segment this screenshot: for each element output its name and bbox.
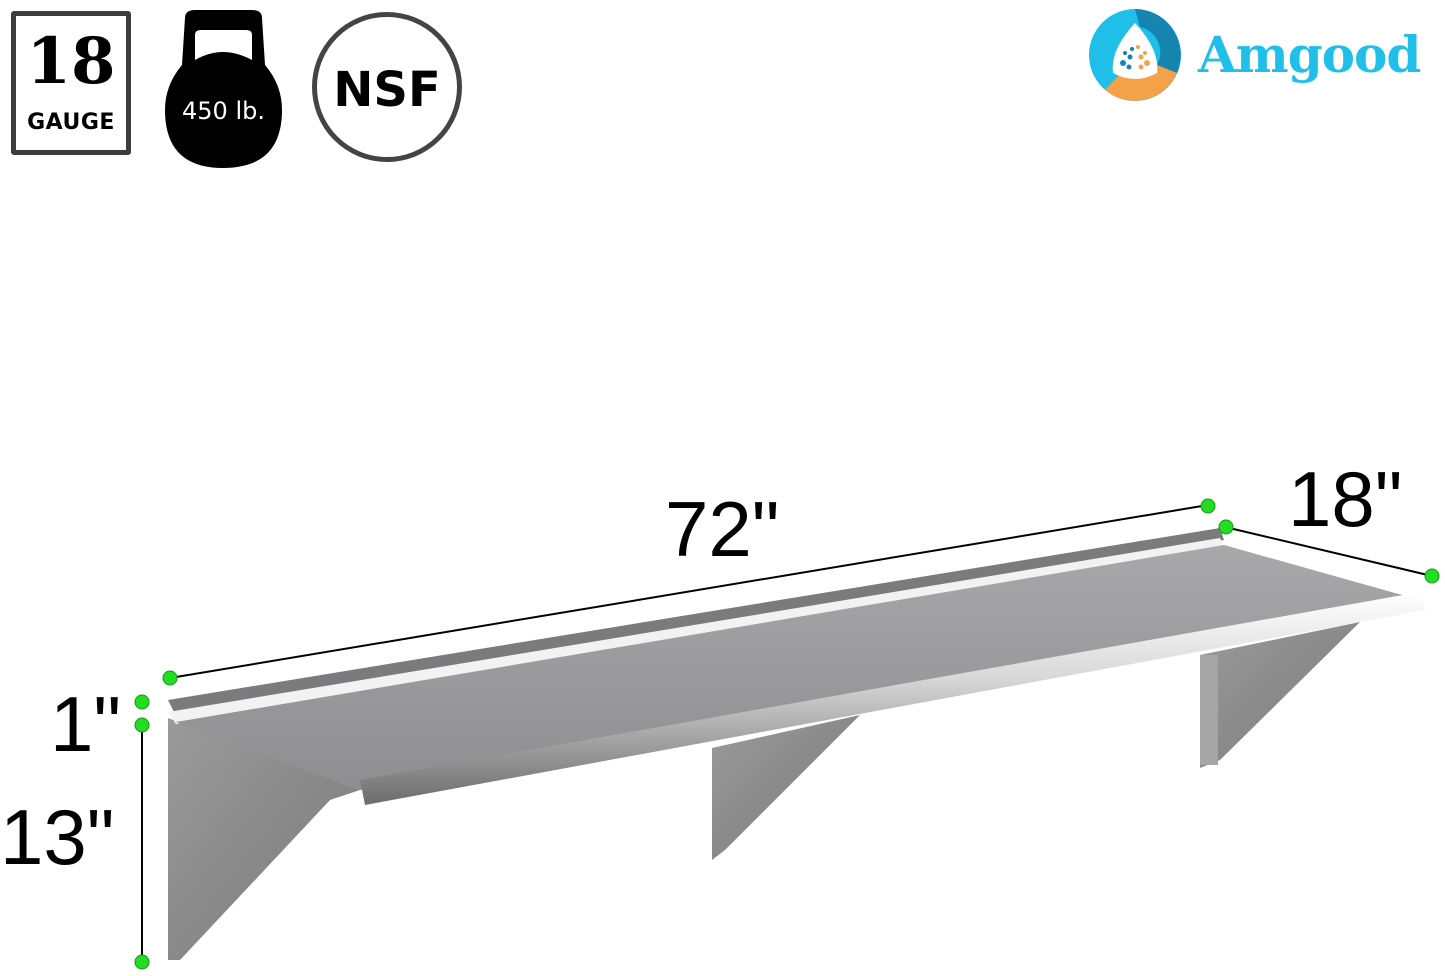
amgood-logo-icon bbox=[1089, 9, 1181, 101]
weight-capacity-label: 450 lb. bbox=[182, 97, 265, 125]
bracket-left bbox=[168, 718, 360, 960]
dimension-marker bbox=[134, 717, 150, 733]
nsf-label: NSF bbox=[333, 62, 441, 118]
depth-dimension-label: 18" bbox=[1288, 455, 1403, 543]
length-dimension-label: 72" bbox=[665, 485, 780, 573]
backsplash-height-label: 1" bbox=[50, 680, 122, 768]
gauge-number: 18 bbox=[26, 24, 116, 99]
brand-logo: Amgood bbox=[1085, 5, 1445, 105]
weight-capacity-badge: 450 lb. bbox=[165, 10, 282, 168]
brand-name: Amgood bbox=[1198, 25, 1421, 84]
bracket-height-label: 13" bbox=[0, 793, 115, 881]
dimension-marker bbox=[1200, 498, 1216, 514]
dimension-marker bbox=[134, 954, 150, 970]
dimension-marker bbox=[1218, 519, 1234, 535]
dimension-marker bbox=[134, 694, 150, 710]
gauge-badge: 18 GAUGE bbox=[11, 11, 131, 155]
kettlebell-icon bbox=[165, 10, 282, 168]
dimension-marker bbox=[162, 670, 178, 686]
gauge-label: GAUGE bbox=[27, 110, 115, 135]
bracket-middle bbox=[712, 715, 860, 860]
bracket-right bbox=[1200, 622, 1360, 768]
nsf-badge: NSF bbox=[312, 12, 462, 162]
dimension-marker bbox=[1424, 568, 1440, 584]
